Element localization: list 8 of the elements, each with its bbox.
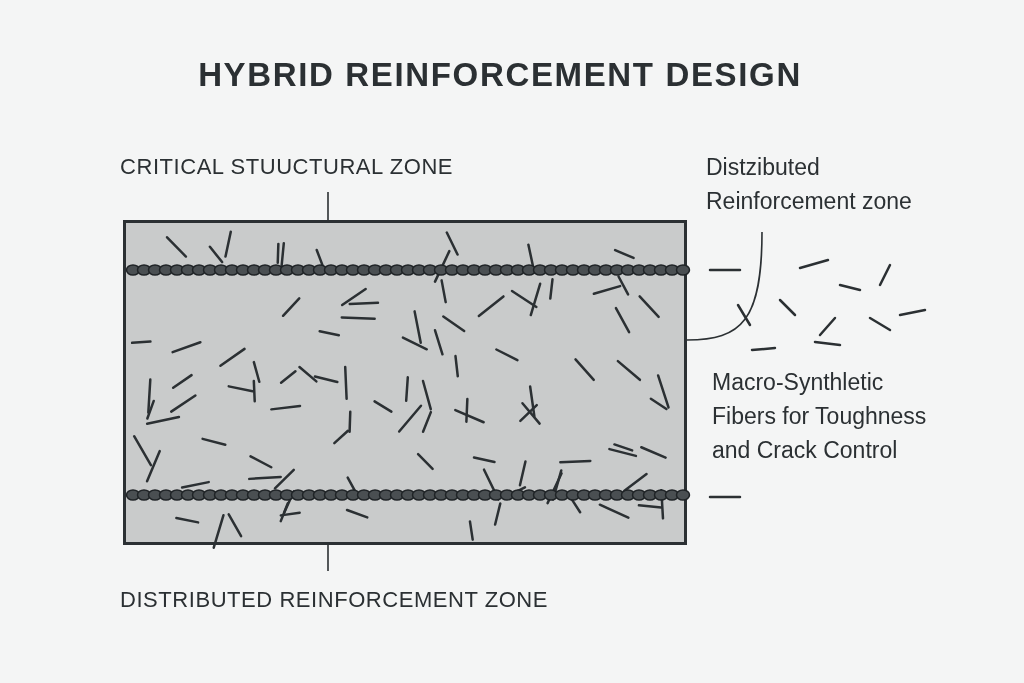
zone-label: Macro-Synthletic Fibers for Toughness and Crack Control bbox=[712, 368, 928, 465]
title: HYBRID REINFORCEMENT DESIGN bbox=[197, 55, 803, 95]
zone-label: Distzibuted Reinforcement zone bbox=[706, 153, 913, 216]
zone-label: CRITICAL STUUCTURAL ZONE bbox=[120, 153, 455, 181]
leader-line bbox=[327, 544, 329, 572]
leader-line bbox=[686, 231, 763, 341]
leader-line bbox=[327, 191, 329, 221]
zone-label: DISTRIBUTED REINFORCEMENT ZONE bbox=[120, 586, 549, 614]
